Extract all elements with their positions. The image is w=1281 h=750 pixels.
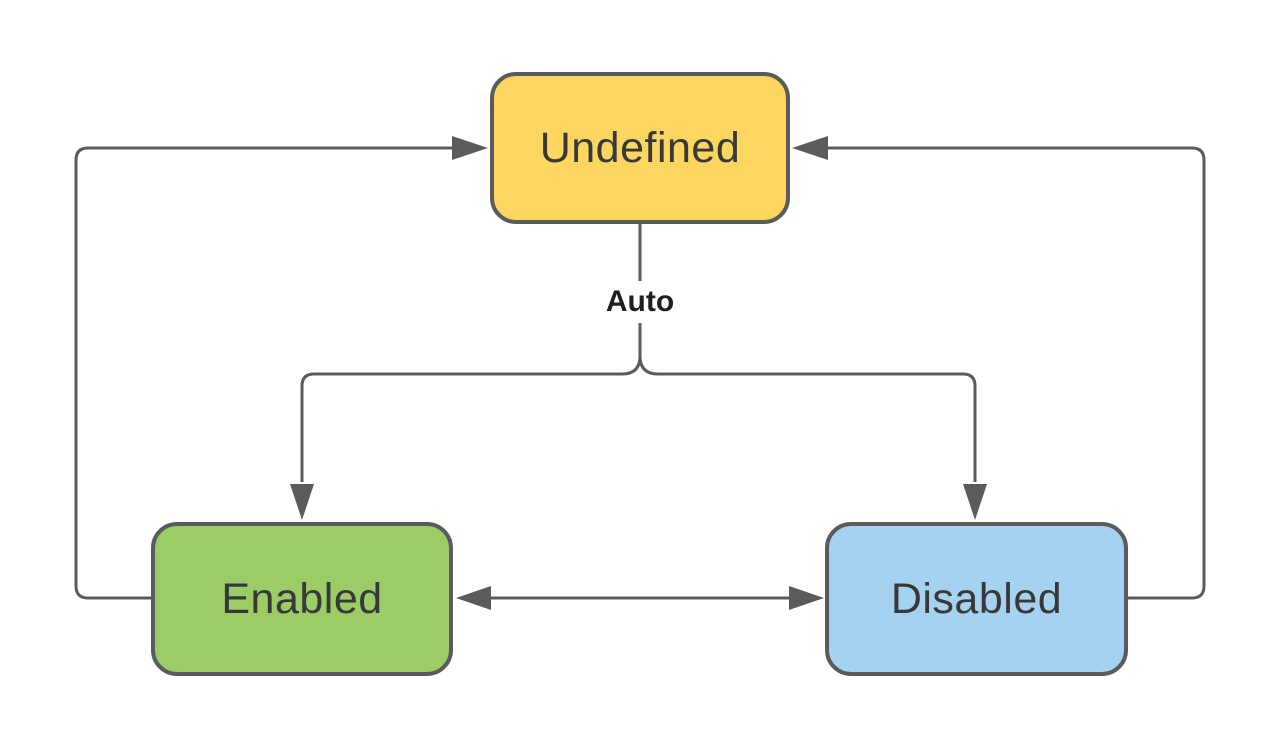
arrowhead-into-disabled-top-icon xyxy=(963,484,987,520)
edge-undefined-auto-branch[interactable] xyxy=(290,224,987,520)
edge-disabled-to-undefined[interactable] xyxy=(792,136,1206,600)
arrowhead-into-undefined-right-icon xyxy=(792,136,828,160)
edge-auto-branch-left-line xyxy=(300,355,642,482)
node-disabled-label: Disabled xyxy=(890,574,1063,623)
edge-enabled-to-undefined-line xyxy=(74,146,452,600)
arrowhead-into-disabled-icon xyxy=(789,586,824,610)
node-undefined[interactable]: Undefined xyxy=(490,72,790,224)
arrowhead-into-enabled-icon xyxy=(456,586,491,610)
node-disabled[interactable]: Disabled xyxy=(825,522,1128,676)
edge-auto-branch-right-line xyxy=(638,355,977,482)
arrowhead-into-undefined-left-icon xyxy=(452,136,488,160)
arrowhead-into-enabled-top-icon xyxy=(290,484,314,520)
edge-enabled-disabled-bidirectional[interactable] xyxy=(456,586,824,610)
node-enabled-label: Enabled xyxy=(221,574,383,623)
node-enabled[interactable]: Enabled xyxy=(151,522,453,676)
edge-disabled-to-undefined-line xyxy=(828,146,1206,600)
edge-label-auto: Auto xyxy=(594,281,686,323)
node-undefined-label: Undefined xyxy=(539,123,741,172)
edge-enabled-to-undefined[interactable] xyxy=(74,136,488,600)
